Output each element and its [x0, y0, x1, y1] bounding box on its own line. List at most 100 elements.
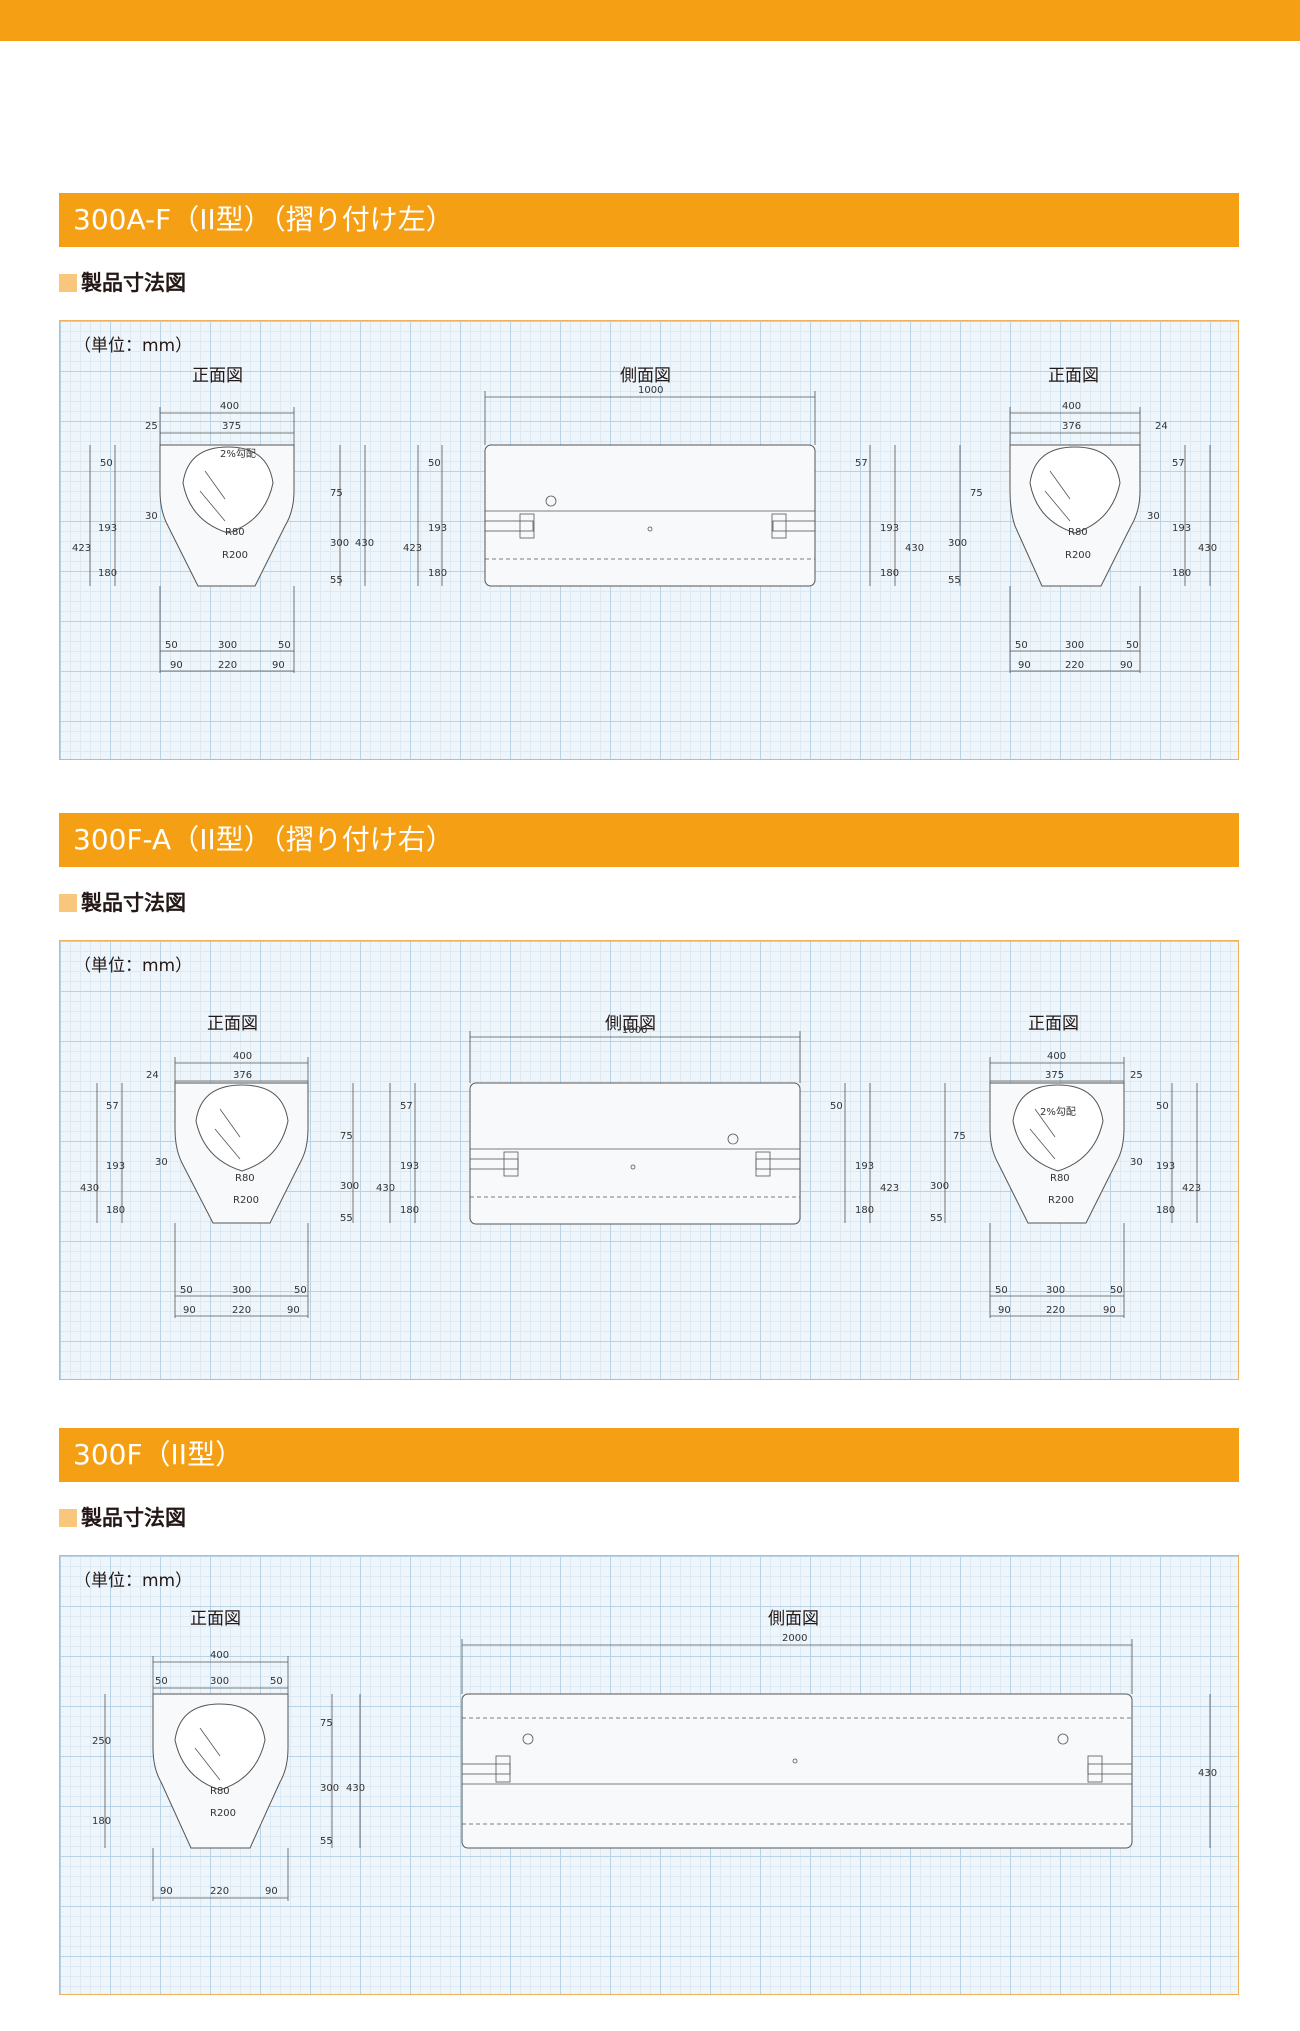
drawing-panel: （単位：mm） 正面図 側面図 400 50 300 50: [59, 1555, 1239, 1995]
dim: 50: [100, 458, 113, 469]
dim: 193: [1156, 1161, 1175, 1172]
dim-radius: R200: [233, 1195, 259, 1206]
dim: 193: [880, 523, 899, 534]
dim: 430: [1198, 543, 1217, 554]
dim: 423: [72, 543, 91, 554]
dim: 376: [233, 1070, 252, 1081]
dim: 430: [80, 1183, 99, 1194]
dim: 430: [355, 538, 374, 549]
dim: 50: [830, 1101, 843, 1112]
dim: 50: [1156, 1101, 1169, 1112]
dim: 50: [165, 640, 178, 651]
dim: 75: [340, 1131, 353, 1142]
section-title: 300F（II型）: [59, 1428, 1239, 1482]
dim-radius: R200: [210, 1808, 236, 1819]
dim: 220: [1046, 1305, 1065, 1316]
square-bullet-icon: [59, 894, 77, 912]
dim: 55: [340, 1213, 353, 1224]
dim: 300: [930, 1181, 949, 1192]
dim-width: 400: [220, 401, 239, 412]
dim: 57: [855, 458, 868, 469]
view-label-front: 正面図: [190, 1609, 241, 1629]
dim-radius: R80: [210, 1786, 230, 1797]
dim-width: 400: [233, 1051, 252, 1062]
dim: 50: [1015, 640, 1028, 651]
dim: 50: [1110, 1285, 1123, 1296]
dim: 75: [970, 488, 983, 499]
dim: 193: [98, 523, 117, 534]
dim: 50: [270, 1676, 283, 1687]
dim: 180: [880, 568, 899, 579]
dim: 423: [1182, 1183, 1201, 1194]
dim: 90: [1018, 660, 1031, 671]
dim: 430: [346, 1783, 365, 1794]
dim: 300: [218, 640, 237, 651]
dim: 375: [1045, 1070, 1064, 1081]
dim: 50: [155, 1676, 168, 1687]
dim: 55: [320, 1836, 333, 1847]
dim: 180: [1172, 568, 1191, 579]
subtitle-text: 製品寸法図: [81, 1506, 186, 1530]
unit-label: （単位：mm）: [74, 1571, 193, 1591]
dim: 193: [400, 1161, 419, 1172]
dim-length: 1000: [622, 1025, 647, 1036]
subtitle-text: 製品寸法図: [81, 271, 186, 295]
dim: 220: [1065, 660, 1084, 671]
dimension-drawing: 400 50 300 50 250 180 R80 R200 75 300 55…: [92, 1633, 1217, 1901]
dim: 300: [232, 1285, 251, 1296]
dim: 90: [1103, 1305, 1116, 1316]
section-title: 300A-F（II型）（摺り付け左）: [59, 193, 1239, 247]
dim: 50: [180, 1285, 193, 1296]
square-bullet-icon: [59, 1509, 77, 1527]
dim: 376: [1062, 421, 1081, 432]
top-accent-bar: [0, 0, 1300, 41]
dim: 25: [1130, 1070, 1143, 1081]
dim: 90: [272, 660, 285, 671]
dim: 300: [1065, 640, 1084, 651]
dim: 423: [880, 1183, 899, 1194]
dim: 55: [930, 1213, 943, 1224]
section-subtitle: 製品寸法図: [59, 270, 186, 296]
view-label-side: 側面図: [605, 1014, 656, 1034]
view-label-front: 正面図: [207, 1014, 258, 1034]
dim: 300: [330, 538, 349, 549]
dim: 90: [183, 1305, 196, 1316]
view-label-front: 正面図: [1048, 366, 1099, 386]
dim: 180: [1156, 1205, 1175, 1216]
section-subtitle: 製品寸法図: [59, 890, 186, 916]
dim: 423: [403, 543, 422, 554]
dim-width: 400: [210, 1650, 229, 1661]
dim: 375: [222, 421, 241, 432]
dim-radius: R80: [225, 527, 245, 538]
dim: 193: [428, 523, 447, 534]
dim-width: 400: [1062, 401, 1081, 412]
dim: 75: [320, 1718, 333, 1729]
dim-slope: 2%勾配: [220, 447, 256, 460]
section-title: 300F-A（II型）（摺り付け右）: [59, 813, 1239, 867]
dim: 300: [948, 538, 967, 549]
dim: 30: [145, 511, 158, 522]
dim: 430: [376, 1183, 395, 1194]
dim: 90: [160, 1886, 173, 1897]
dim: 180: [106, 1205, 125, 1216]
dim: 50: [294, 1285, 307, 1296]
dim-radius: R200: [1048, 1195, 1074, 1206]
dim: 50: [995, 1285, 1008, 1296]
drawing-panel: （単位：mm） 正面図 側面図 正面図: [59, 320, 1239, 760]
dim-radius: R80: [1050, 1173, 1070, 1184]
dim: 75: [330, 488, 343, 499]
dim: 180: [855, 1205, 874, 1216]
dim: 300: [1046, 1285, 1065, 1296]
dim: 300: [210, 1676, 229, 1687]
dim: 90: [265, 1886, 278, 1897]
dim-slope: 2%勾配: [1040, 1105, 1076, 1118]
dim-radius: R80: [235, 1173, 255, 1184]
dim: 180: [428, 568, 447, 579]
dim: 430: [1198, 1768, 1217, 1779]
dim: 250: [92, 1736, 111, 1747]
dim-length: 1000: [638, 385, 663, 396]
dim: 180: [400, 1205, 419, 1216]
dim: 50: [428, 458, 441, 469]
dimension-drawing: 400 25 375 2%勾配 50 423 193 180 30 R80 R2…: [72, 385, 1217, 673]
dim: 90: [1120, 660, 1133, 671]
